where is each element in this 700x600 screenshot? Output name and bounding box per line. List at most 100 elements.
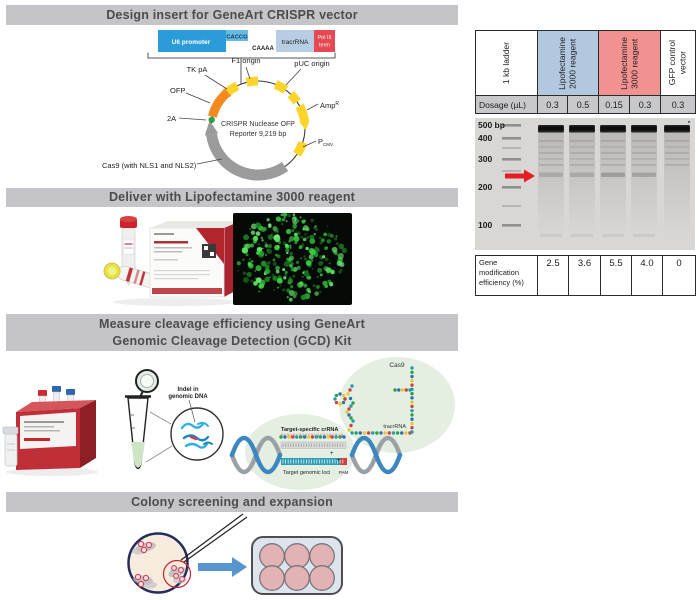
crrna-label: Target-specific crRNA [281,427,338,433]
insert-cassette-diagram: U6 promoter CACCG CAAAA tracrRNA Pol III… [147,30,336,84]
dosage-value: 0.3 [538,96,568,114]
pam-box [340,458,347,465]
cleavage-site-marker-top: + [330,451,334,457]
ladder-label-300: 300 [478,154,492,164]
u6-promoter-box [158,30,226,52]
picking-pipette-icon [180,513,244,561]
section-header-design-label: Design insert for GeneArt CRISPR vector [106,7,358,22]
efficiency-value: 5.5 [601,256,632,296]
caaaa-label: CAAAA [252,46,274,52]
plasmid-label-cas9: Cas9 (with NLS1 and NLS2) [102,161,197,170]
indel-label-line2: genomic DNA [168,394,208,400]
gcd-kit-photo [2,386,98,476]
caccg-overhang-box [226,30,248,41]
lane-header-gfp: GFP control vector [661,31,696,96]
ladder-label-100: 100 [478,220,492,230]
colony-dish [127,532,189,594]
section-header-deliver-label: Deliver with Lipofectamine 3000 reagent [108,190,356,205]
tracrrna-label: tracrRNA [282,39,309,46]
dna-helix-left [229,435,283,475]
colony-screening-diagram [127,513,343,595]
dosage-value: 0.15 [599,96,630,114]
f1-origin-segment [245,76,259,87]
plasmid-center-line2: Reporter 9,219 bp [230,131,287,138]
ladder-label-200: 200 [478,182,492,192]
dosage-value: 0.3 [630,96,661,114]
lipofectamine-product-photo [103,216,241,306]
sample-tube-diagram: Indel in genomic DNA [125,369,224,470]
plate-wells [259,543,335,591]
lane-header-lipo3000: Lipofectamine 3000 reagent [599,31,661,96]
amp-segment [295,103,309,123]
fluorescence-image [233,213,352,305]
gel-image: 500 bp 400 300 200 100 [475,118,695,250]
dosage-value: 0.5 [568,96,599,114]
transfer-arrow-icon [198,557,247,577]
puc-origin-segment-2 [287,90,301,105]
ladder-label-500: 500 bp [478,120,505,130]
target-loci-label: Target genomic loci [283,470,330,476]
plasmid-label-pcmv: PCMV [318,137,333,147]
plasmid-label-ofp: OFP [170,86,185,95]
section-header-deliver: Deliver with Lipofectamine 3000 reagent [6,188,458,207]
magnified-dna-view [170,407,224,461]
efficiency-value: 0 [663,256,696,296]
pol3-term-label-line2: term [319,43,330,49]
cleavage-band-arrow-icon [505,169,535,183]
plasmid-center-line1: CRISPR Nuclease OFP [221,121,295,128]
selected-colony-circle [162,559,192,589]
sample-lanes [538,125,690,237]
section-header-colony: Colony screening and expansion [6,492,458,512]
dosage-row-label: Dosage (µL) [476,96,538,114]
gel-asterisk-dot [687,120,691,124]
lane-header-lipo2000: Lipofectamine 2000 reagent [538,31,599,96]
crispr-complex-diagram: Target-specific crRNA Target genomic loc… [229,357,455,490]
workflow-diagrams: U6 promoter CACCG CAAAA tracrRNA Pol III… [2,30,455,595]
cas9-protein-blob [339,357,455,453]
target-site-blob [245,414,355,490]
cas9-complex-label: Cas9 [389,362,405,369]
cell-colonies [132,540,187,589]
section-header-colony-label: Colony screening and expansion [131,494,333,509]
efficiency-value: 4.0 [632,256,663,296]
2a-marker-icon [208,116,215,124]
pcmv-segment [293,140,307,157]
genomic-dna-squiggles [180,421,213,449]
u6-promoter-label: U6 promoter [172,39,211,46]
plasmid-label-f1origin: F1 origin [231,56,260,65]
puc-origin-segment [273,80,289,94]
pol3-term-box [314,30,335,52]
section-header-measure: Measure cleavage efficiency using GeneAr… [6,314,458,351]
ladder-bands-faint [502,147,521,207]
crrna-sequence-box [280,441,347,449]
pol3-term-label-line1: Pol III [317,35,332,41]
section-header-design: Design insert for GeneArt CRISPR vector [6,5,458,25]
efficiency-value: 2.5 [538,256,569,296]
plasmid-map: TK pA F1 origin pUC origin AmpR PCMV OFP… [102,56,339,181]
ladder-bands [502,124,521,227]
caccg-label: CACCG [226,35,248,41]
ladder-label-400: 400 [478,133,492,143]
dna-helix-right [349,435,403,475]
pam-label: PAM [339,470,349,475]
indel-label-line1: Indel in [178,387,199,393]
tk-pa-segment [224,81,240,96]
ofp-arc [208,89,230,118]
efficiency-table: Gene modification efficiency (%) 2.5 3.6… [475,255,696,296]
section-header-measure-line2: Genomic Cleavage Detection (GCD) Kit [112,333,352,348]
efficiency-value: 3.6 [569,256,601,296]
lane-header-ladder: 1 kb ladder [476,31,538,96]
lane-header-table: 1 kb ladder Lipofectamine 2000 reagent L… [475,30,696,114]
lipofectamine-box [150,221,241,228]
cleavage-site-marker-bottom: + [337,458,341,464]
amp-arrowhead-icon [299,120,310,131]
plasmid-label-2a: 2A [167,114,176,123]
plasmid-leader-lines [178,66,319,165]
tracrrna-complex-label: tracrRNA [383,424,406,430]
cas9-arrowhead-icon [204,120,219,136]
plasmid-label-amp: AmpR [320,101,339,110]
section-header-measure-line1: Measure cleavage efficiency using GeneAr… [99,316,365,331]
plasmid-label-pucorigin: pUC origin [294,59,329,68]
dosage-value: 0.3 [661,96,696,114]
